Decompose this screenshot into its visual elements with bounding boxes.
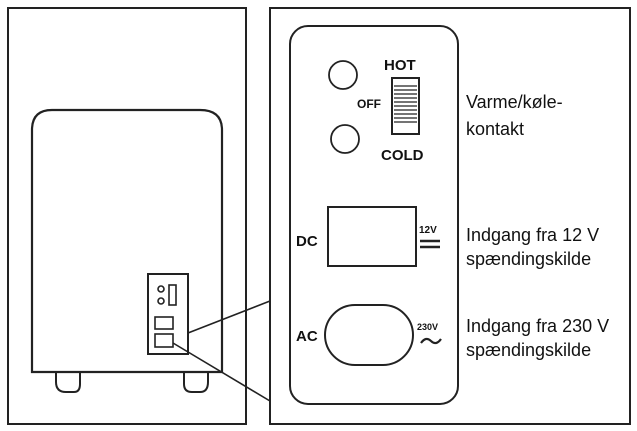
cooler-box-body <box>30 108 224 374</box>
mini-switch <box>168 284 177 306</box>
dc-voltage-label: 12V <box>419 225 437 236</box>
cooler-foot-right <box>183 372 209 393</box>
desc-switch-line1: Varme/køle- <box>466 92 563 112</box>
ac-input-port <box>324 304 414 366</box>
desc-ac-line1: Indgang fra 230 V <box>466 316 609 336</box>
indicator-light-hot <box>328 60 358 90</box>
right-frame <box>269 7 631 425</box>
mini-led-bottom <box>157 297 165 305</box>
switch-label-cold: COLD <box>381 147 424 164</box>
switch-label-hot: HOT <box>384 57 416 74</box>
indicator-light-cold <box>330 124 360 154</box>
mini-dc-port <box>154 316 174 330</box>
desc-dc-line2: spændingskilde <box>466 249 591 269</box>
leader-line-lower <box>172 342 271 402</box>
ac-label: AC <box>296 328 318 345</box>
ac-voltage-label: 230V <box>417 322 438 332</box>
mini-led-top <box>157 285 165 293</box>
left-frame <box>7 7 247 425</box>
dc-symbol-icon <box>420 239 440 249</box>
desc-dc-line1: Indgang fra 12 V <box>466 225 599 245</box>
desc-ac-line2: spændingskilde <box>466 340 591 360</box>
switch-label-off: OFF <box>357 97 381 111</box>
leader-line-upper <box>187 300 271 334</box>
ac-symbol-icon <box>420 337 442 345</box>
mini-panel <box>147 273 189 355</box>
mode-switch-ridges <box>394 85 417 123</box>
dc-label: DC <box>296 233 318 250</box>
panel-plate <box>289 25 459 405</box>
dc-input-port <box>327 206 417 267</box>
mini-ac-port <box>154 333 174 348</box>
desc-switch-line2: kontakt <box>466 119 524 139</box>
cooler-foot-left <box>55 372 81 393</box>
